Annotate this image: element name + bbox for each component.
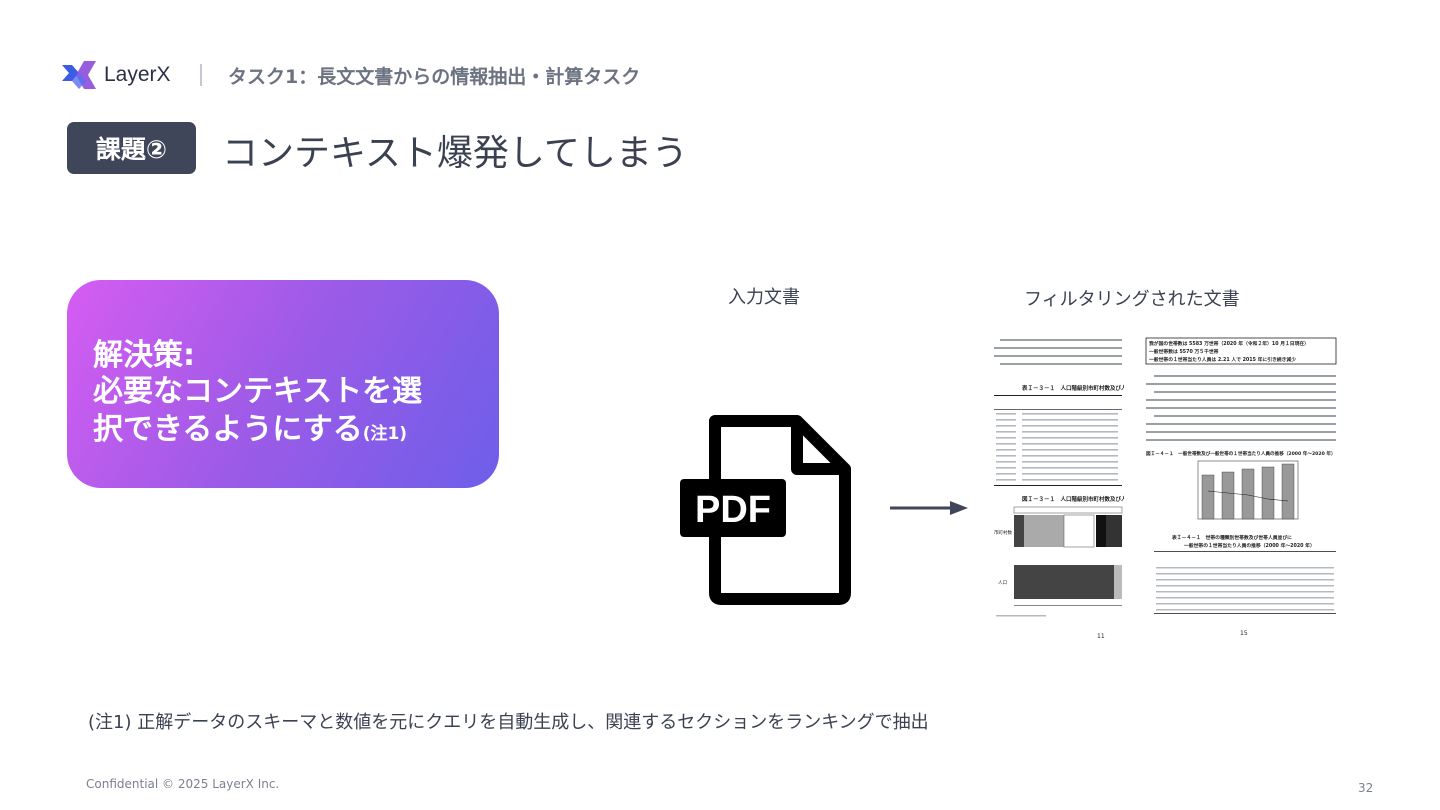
right-table-subtitle: 一般世帯の１世帯当たり人員の推移（2000 年～2020 年） — [1184, 542, 1315, 549]
solution-text-line-2: 択できるようにする(注1) — [93, 404, 407, 448]
pdf-label: PDF — [695, 489, 771, 531]
right-bar-chart — [1197, 460, 1299, 520]
logo-text: LayerX — [104, 63, 171, 86]
arrow-right-icon — [890, 501, 968, 515]
filtered-document-label: フィルタリングされた文書 — [1024, 289, 1240, 310]
left-row-label-2: 人口 — [998, 580, 1007, 586]
solution-text-line-2-body: 択できるようにする — [93, 412, 363, 447]
filtered-page-left: 表Ｉ－３－１ 人口階級別市町村数及び人 図Ｉ－３－１ 人口階級別市町村数及び人 … — [992, 333, 1124, 643]
solution-note-ref: (注1) — [362, 424, 408, 444]
right-box-line-3: 一般世帯の１世帯当たり人員は 2.21 人で 2015 年に引き続き減少 — [1149, 356, 1296, 363]
solution-card: 解決策: 必要なコンテキストを選 択できるようにする(注1) — [67, 280, 499, 488]
footnote: (注1) 正解データのスキーマと数値を元にクエリを自動生成し、関連するセクション… — [88, 712, 929, 733]
header-divider — [200, 64, 202, 86]
layerx-logo-icon — [62, 61, 96, 89]
page-right-number: 15 — [1240, 630, 1248, 637]
left-row-label-1: 市町村数 — [994, 529, 1012, 536]
solution-heading: 解決策: — [93, 338, 195, 373]
right-box-line-1: 我が国の世帯数は 5583 万世帯（2020 年（令和２年）10 月１日現在） — [1149, 340, 1309, 347]
footer-confidential: Confidential © 2025 LayerX Inc. — [86, 777, 280, 791]
input-document-label: 入力文書 — [728, 287, 800, 308]
left-chart-title: 図Ｉ－３－１ 人口階級別市町村数及び人 — [1022, 495, 1124, 503]
pdf-file-icon: PDF — [680, 415, 851, 605]
solution-text-line-1: 必要なコンテキストを選 — [93, 374, 423, 409]
left-bar-chart — [1014, 514, 1122, 599]
right-chart-title: 図Ｉ－４－１ 一般世帯数及び一般世帯の１世帯当たり人員の推移（2000 年～20… — [1146, 450, 1336, 457]
right-box-line-2: 一般世帯数は 5570 万５千世帯 — [1149, 348, 1219, 355]
page-number: 32 — [1358, 781, 1374, 795]
layerx-logo: LayerX — [62, 60, 182, 90]
page-left-number: 11 — [1097, 633, 1105, 640]
filtered-page-right: 我が国の世帯数は 5583 万世帯（2020 年（令和２年）10 月１日現在） … — [1144, 333, 1340, 643]
issue-badge: 課題② — [67, 122, 196, 174]
header-title: タスク1：長文文書からの情報抽出・計算タスク — [228, 66, 641, 88]
left-table-title: 表Ｉ－３－１ 人口階級別市町村数及び人 — [1021, 384, 1124, 392]
slide-title: コンテキスト爆発してしまう — [222, 133, 688, 174]
right-table-title: 表Ｉ－４－１ 世帯の種類別世帯数及び世帯人員並びに — [1171, 534, 1292, 541]
